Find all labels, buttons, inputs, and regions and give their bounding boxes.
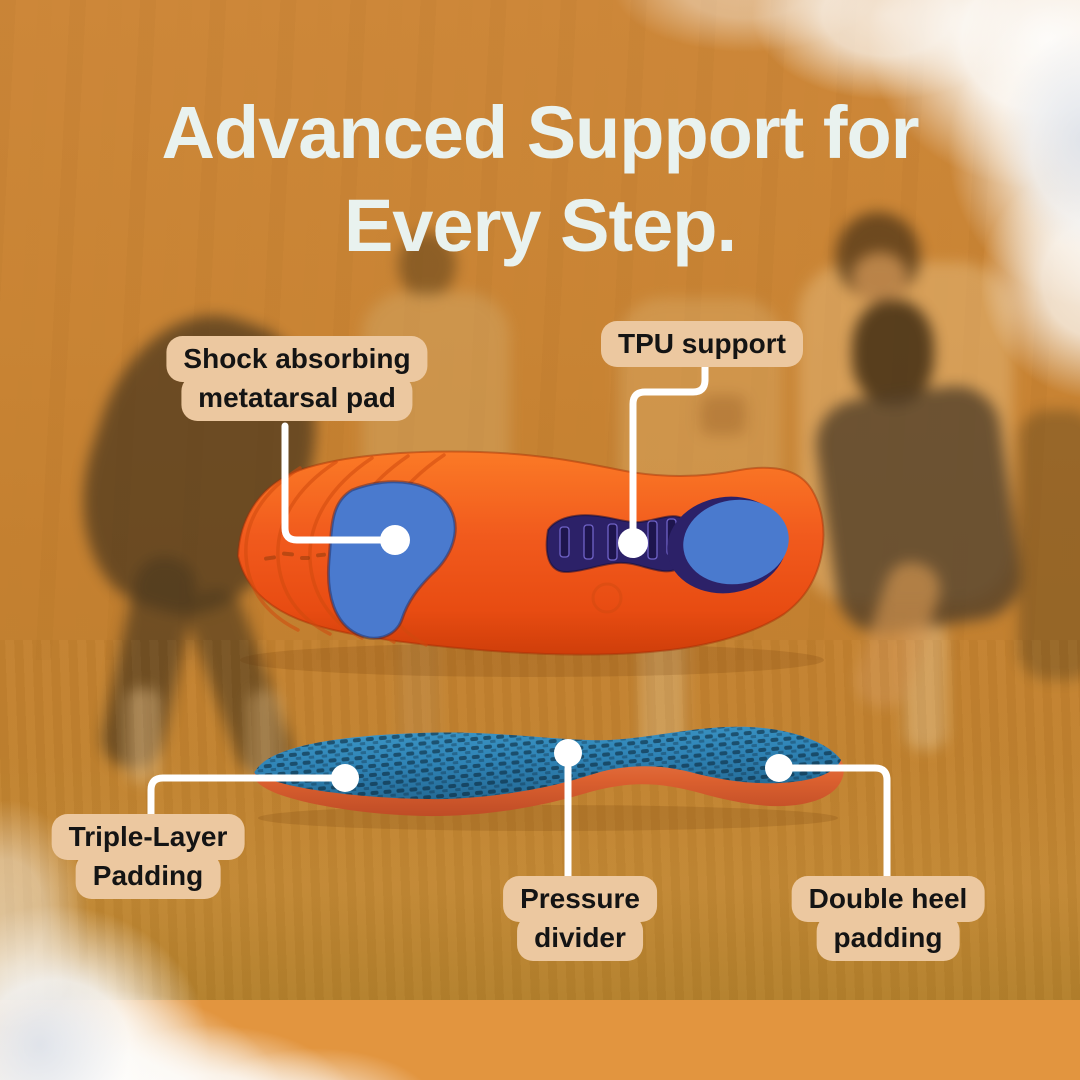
leader-line-tpu bbox=[629, 360, 709, 544]
embossed-marks bbox=[264, 551, 623, 614]
marker-dot-heel bbox=[765, 754, 793, 782]
callout-pressure-line-1: Pressure bbox=[503, 876, 657, 922]
callout-metatarsal-line-1: Shock absorbing bbox=[166, 336, 428, 382]
callout-metatarsal-pad: Shock absorbing metatarsal pad bbox=[166, 336, 428, 421]
marker-dots bbox=[331, 525, 793, 792]
insole-outsole-view bbox=[236, 450, 825, 677]
callout-heel-line-1: Double heel bbox=[791, 876, 985, 922]
callout-metatarsal-line-2: metatarsal pad bbox=[181, 375, 413, 421]
callout-triple-line-1: Triple-Layer bbox=[51, 814, 245, 860]
tpu-slots bbox=[559, 518, 677, 561]
callout-pressure-line-2: divider bbox=[517, 915, 643, 961]
leader-line-heel bbox=[778, 764, 891, 886]
marker-dot-metatarsal bbox=[380, 525, 410, 555]
marker-dot-pressure bbox=[554, 739, 582, 767]
headline-line-2: Every Step. bbox=[343, 184, 737, 267]
leader-lines bbox=[147, 360, 891, 886]
headline-line-1: Advanced Support for bbox=[161, 91, 919, 174]
callout-triple-line-2: Padding bbox=[75, 853, 221, 899]
leader-line-triple bbox=[147, 774, 346, 824]
callout-triple-layer-padding: Triple-Layer Padding bbox=[51, 814, 245, 899]
insole-shadow bbox=[240, 643, 824, 677]
callout-double-heel-padding: Double heel padding bbox=[791, 876, 985, 961]
callout-tpu-line-1: TPU support bbox=[601, 321, 803, 367]
insole-side-view bbox=[254, 726, 844, 831]
callout-pressure-divider: Pressure divider bbox=[503, 876, 657, 961]
marker-dot-triple bbox=[331, 764, 359, 792]
headline: Advanced Support for Every Step. bbox=[0, 86, 1080, 272]
metatarsal-pad bbox=[326, 480, 457, 640]
leader-line-metatarsal bbox=[281, 422, 394, 544]
callout-heel-line-2: padding bbox=[816, 915, 960, 961]
callout-tpu-support: TPU support bbox=[601, 321, 803, 367]
fabric-weave-pattern bbox=[254, 726, 841, 800]
marker-dot-tpu bbox=[618, 528, 648, 558]
heel-pad bbox=[683, 499, 789, 585]
